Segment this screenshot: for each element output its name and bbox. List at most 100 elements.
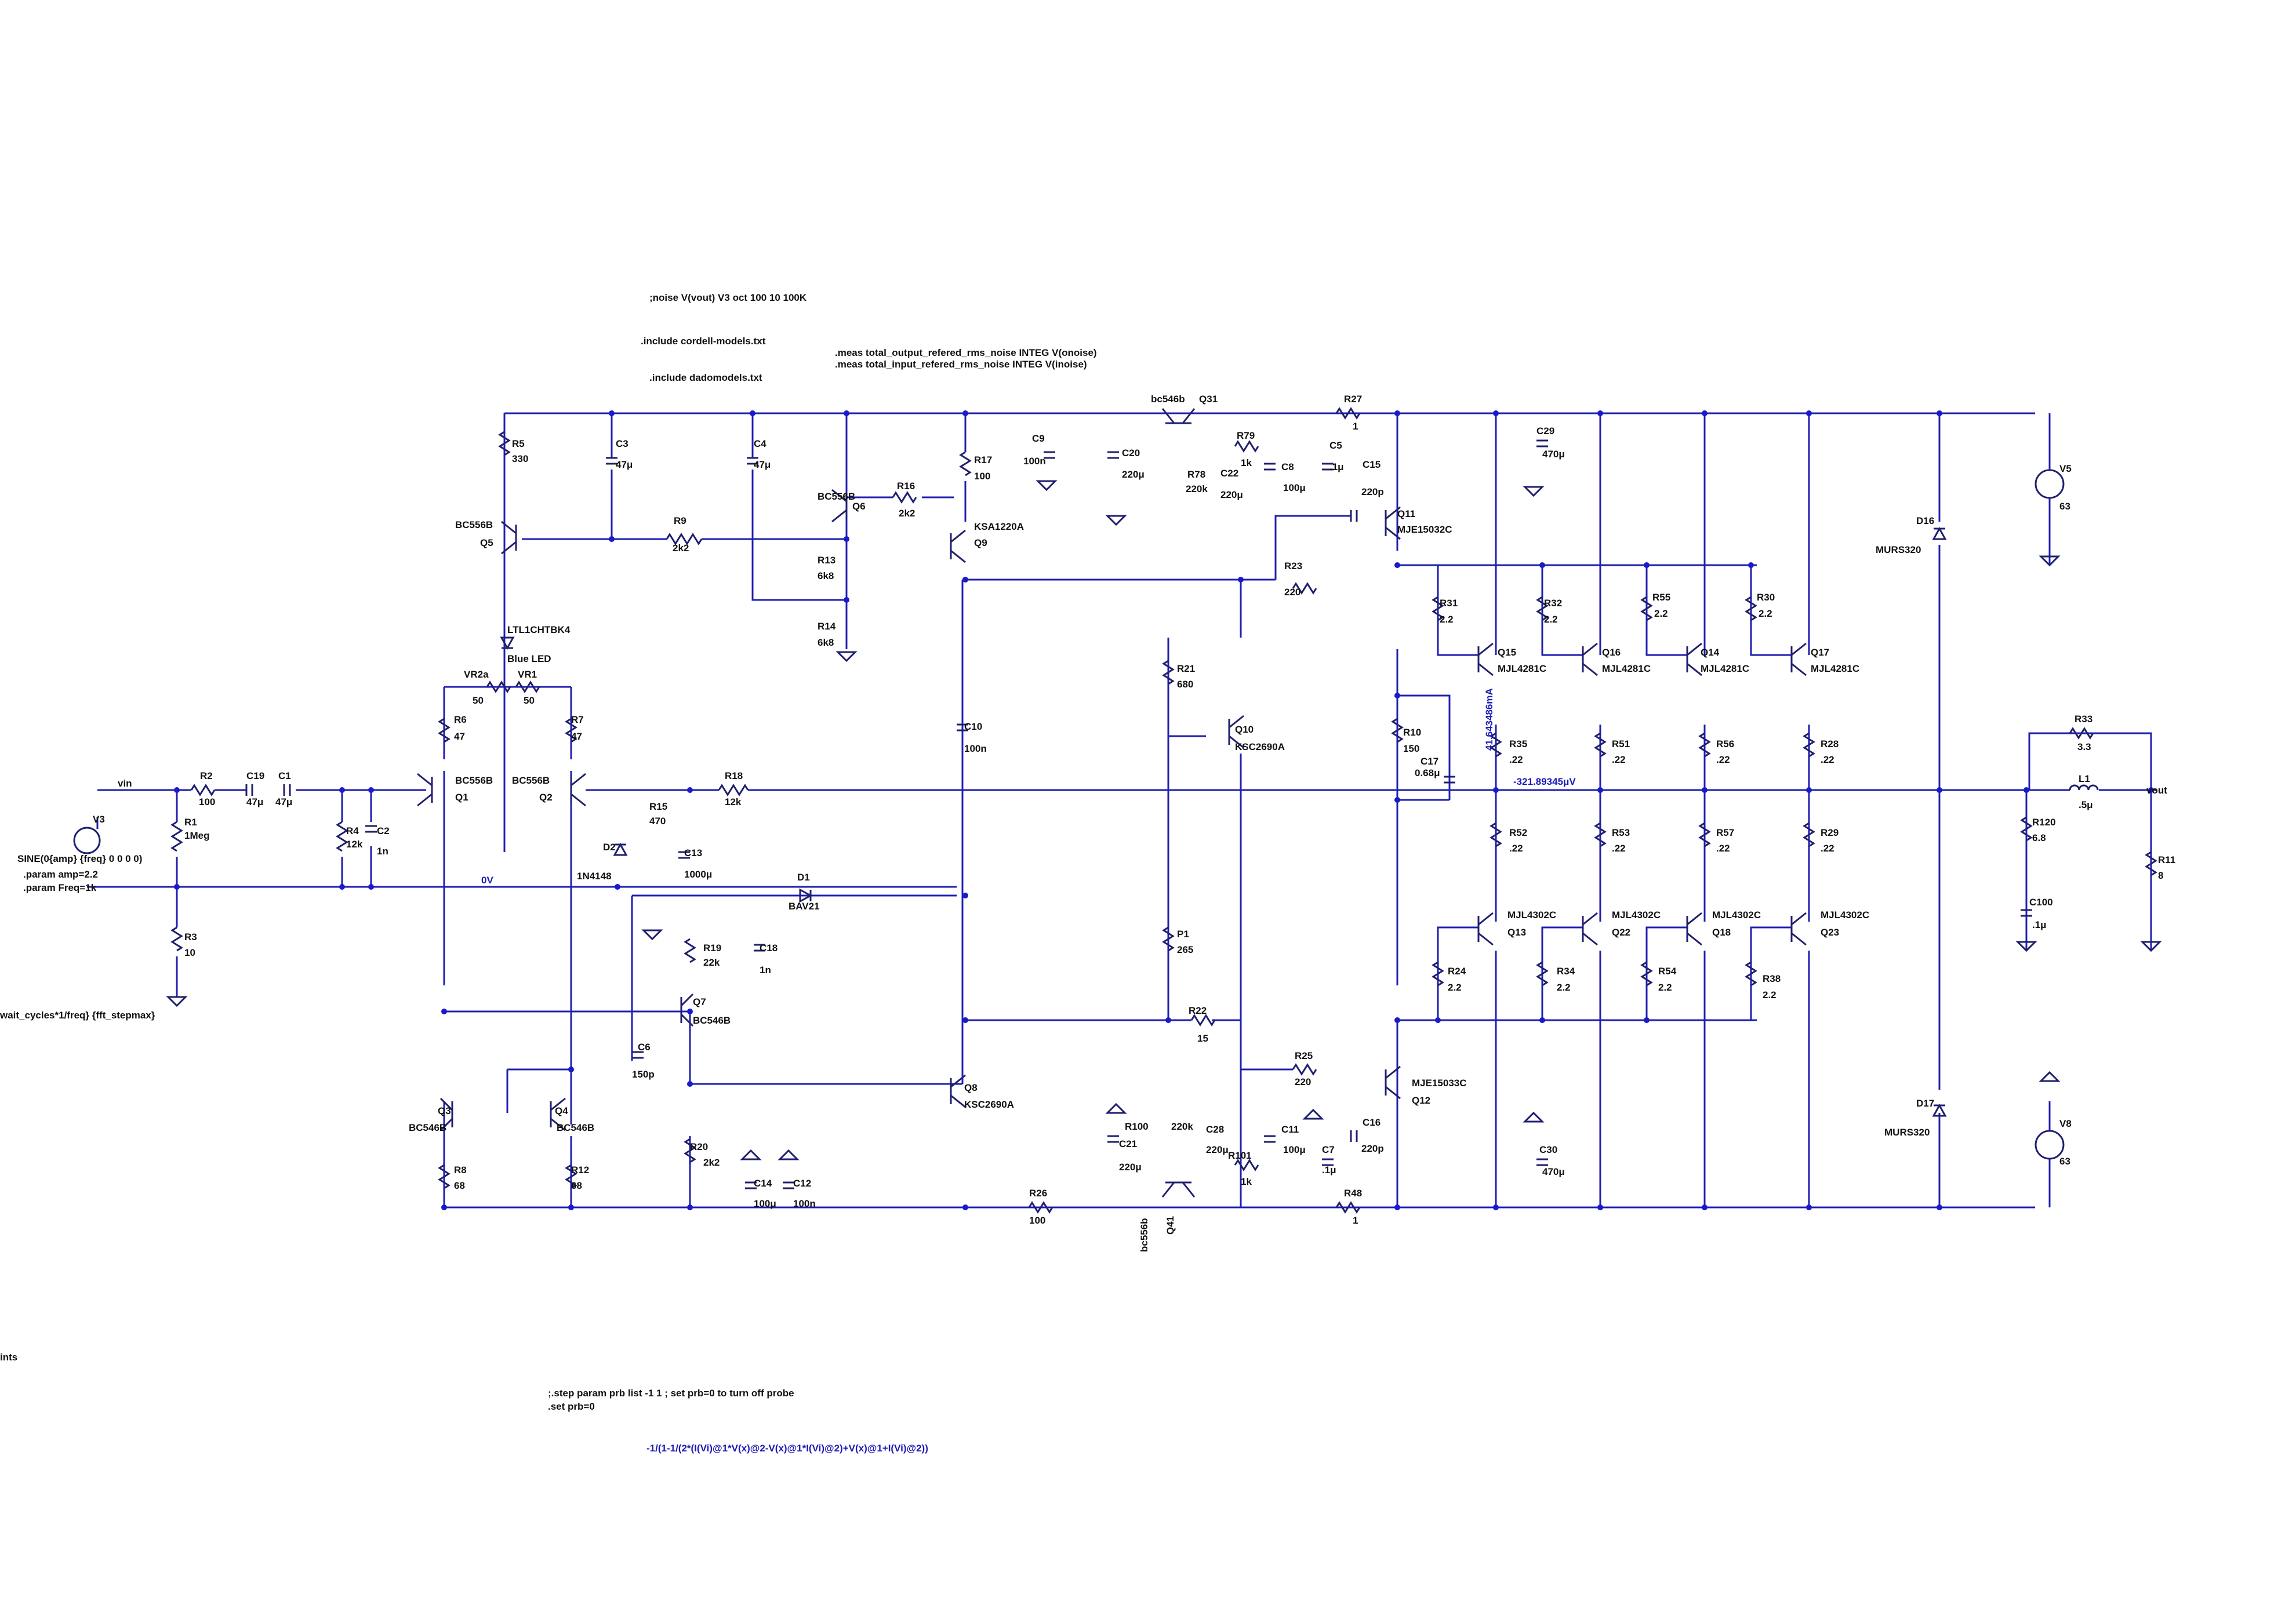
transistor-symbol	[1582, 912, 1598, 946]
net-0v: 0V	[481, 875, 493, 886]
r54-value: 2.2	[1658, 982, 1672, 993]
transistor-symbol	[1161, 408, 1196, 424]
r53-value: .22	[1612, 843, 1626, 854]
resistor-symbol	[565, 718, 577, 743]
c15-value: 220p	[1361, 486, 1384, 497]
q16-name: Q16	[1602, 647, 1621, 658]
resistor-symbol	[1234, 1159, 1259, 1171]
q17-name: Q17	[1811, 647, 1830, 658]
transistor-symbol	[1790, 912, 1807, 946]
r5-name: R5	[512, 438, 525, 449]
c10-value: 100n	[964, 743, 987, 754]
ground-symbol	[2039, 555, 2061, 567]
r2-name: R2	[200, 770, 213, 781]
c15-name: C15	[1363, 459, 1381, 470]
resistor-symbol	[1292, 582, 1317, 595]
ground-symbol	[1523, 1111, 1545, 1123]
r51-name: R51	[1612, 738, 1630, 749]
d1-value: BAV21	[789, 901, 820, 912]
transistor-symbol	[1228, 715, 1244, 749]
c20-name: C20	[1122, 447, 1140, 458]
v5-name: V5	[2059, 463, 2072, 474]
q2-name: Q2	[539, 792, 553, 803]
transistor-symbol	[1686, 912, 1702, 946]
q17-model: MJL4281C	[1811, 663, 1860, 674]
r2-value: 100	[199, 796, 216, 807]
capacitor-symbol	[1107, 451, 1119, 459]
resistor-symbol	[1536, 596, 1549, 621]
r3-value: 10	[184, 947, 195, 958]
transistor-symbol	[1161, 1181, 1196, 1198]
c18-name: C18	[760, 942, 778, 954]
r55-name: R55	[1652, 592, 1671, 603]
r100-name: R100	[1125, 1121, 1149, 1132]
capacitor-symbol	[1107, 1135, 1119, 1143]
c3-value: 47μ	[616, 459, 633, 470]
r101-value: 1k	[1241, 1176, 1252, 1187]
led-value: Blue LED	[507, 653, 551, 664]
transistor-symbol	[680, 993, 694, 1027]
ground-symbol	[641, 929, 663, 941]
resistor-symbol	[438, 1164, 451, 1189]
capacitor-symbol	[283, 784, 291, 796]
resistor-symbol	[2069, 727, 2094, 740]
vr1-value: 50	[524, 695, 535, 706]
q22-name: Q22	[1612, 927, 1631, 938]
l1-value: .5μ	[2079, 799, 2093, 810]
c2-name: C2	[377, 825, 390, 836]
capacitor-symbol	[1322, 1158, 1334, 1166]
r31-value: 2.2	[1440, 614, 1454, 625]
resistor-symbol	[684, 1138, 696, 1163]
transistor-symbol	[501, 521, 517, 555]
r10-value: 150	[1403, 743, 1420, 754]
include-cordell: .include cordell-models.txt	[641, 336, 766, 347]
q7-model: BC546B	[693, 1015, 731, 1026]
resistor-symbol	[959, 451, 972, 476]
ground-symbol	[835, 651, 858, 663]
q1-name: Q1	[455, 792, 468, 803]
q3-name: Q3	[438, 1105, 451, 1116]
capacitor-symbol	[1044, 451, 1055, 459]
v8-value: 63	[2059, 1156, 2070, 1167]
capacitor-symbol	[1350, 510, 1358, 522]
ground-symbol	[2140, 941, 2162, 952]
r120-value: 6.8	[2032, 832, 2046, 843]
r52-value: .22	[1509, 843, 1523, 854]
r29-name: R29	[1821, 827, 1839, 838]
step-param: ;.step param prb list -1 1 ; set prb=0 t…	[548, 1388, 794, 1399]
d16-value: MURS320	[1876, 544, 1921, 555]
q5-model: BC556B	[455, 519, 493, 530]
r26-value: 100	[1029, 1215, 1046, 1226]
r21-name: R21	[1177, 663, 1196, 674]
c1-value: 47μ	[275, 796, 293, 807]
r29-value: .22	[1821, 843, 1834, 854]
vr2a-name: VR2a	[464, 669, 489, 680]
v8-name: V8	[2059, 1118, 2072, 1129]
resistor-symbol	[1536, 961, 1549, 987]
resistor-symbol	[438, 718, 451, 743]
ground-symbol	[2039, 1071, 2061, 1082]
c22-name: C22	[1220, 468, 1239, 479]
q16-model: MJL4281C	[1602, 663, 1651, 674]
r1-value: 1Meg	[184, 830, 210, 841]
q1-model: BC556B	[455, 775, 493, 786]
r54-name: R54	[1658, 966, 1677, 977]
q6-name: Q6	[852, 501, 866, 512]
c13-name: C13	[684, 847, 703, 858]
transistor-symbol	[1686, 642, 1702, 676]
r53-name: R53	[1612, 827, 1630, 838]
ints-label: ints	[0, 1352, 18, 1363]
c4-value: 47μ	[754, 459, 771, 470]
r79-value: 1k	[1241, 457, 1252, 468]
c16-value: 220p	[1361, 1143, 1384, 1154]
c30-name: C30	[1539, 1144, 1558, 1155]
r100-value: 220k	[1171, 1121, 1193, 1132]
transistor-symbol	[439, 1097, 453, 1131]
r8-name: R8	[454, 1165, 467, 1176]
c7-name: C7	[1322, 1144, 1335, 1155]
c22-value: 220μ	[1220, 489, 1243, 500]
r8-value: 68	[454, 1180, 465, 1191]
transistor-symbol	[1790, 642, 1807, 676]
c11-name: C11	[1281, 1124, 1299, 1135]
q13-name: Q13	[1507, 927, 1527, 938]
